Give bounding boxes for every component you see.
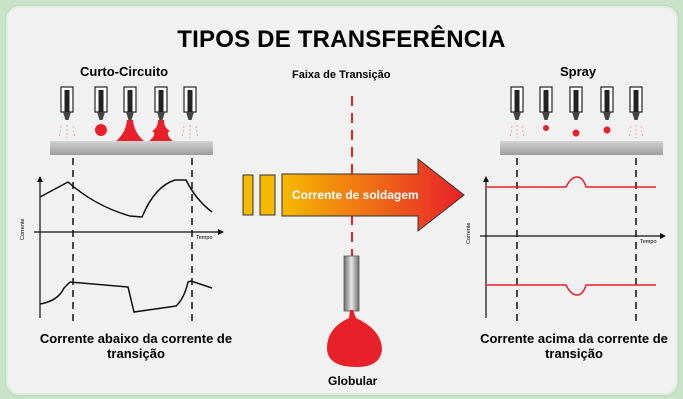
current-curve-top <box>39 179 213 218</box>
left-heading: Curto-Circuito <box>80 64 169 79</box>
globular-label: Globular <box>328 374 378 388</box>
center-section <box>242 96 465 367</box>
left-torches <box>50 86 213 155</box>
torch-icon <box>569 86 583 120</box>
torch-icon <box>629 86 643 120</box>
torch-icon <box>60 86 74 120</box>
current-curve-bottom <box>486 284 656 296</box>
current-curve-bottom <box>39 280 213 313</box>
right-torches <box>500 86 663 155</box>
torch-icon <box>183 86 197 120</box>
right-heading: Spray <box>560 64 597 79</box>
arrow-stripe <box>259 174 276 216</box>
arrow-stripe <box>242 174 254 216</box>
right-graph <box>480 158 666 322</box>
arrow-shape <box>281 157 465 233</box>
torch-icon <box>154 86 168 120</box>
left-caption: Corrente abaixo da corrente de transição <box>39 331 233 361</box>
center-heading: Faixa de Transição <box>292 69 391 81</box>
left-x-axis-label: Tempo <box>196 235 213 241</box>
right-caption: Corrente acima da corrente de transição <box>480 331 668 361</box>
page-title: TIPOS DE TRANSFERÊNCIA <box>177 26 506 53</box>
globular-torch-icon <box>327 255 382 367</box>
current-curve-top <box>486 176 656 188</box>
left-graph <box>34 158 224 322</box>
base-plate <box>50 141 213 155</box>
torch-icon <box>94 86 108 120</box>
right-x-axis-label: Tempo <box>640 239 657 245</box>
torch-icon <box>510 86 524 120</box>
torch-icon <box>539 86 553 120</box>
droplet-stage-icon <box>148 120 174 142</box>
arrow-label: Corrente de soldagem <box>292 188 419 202</box>
torch-icon <box>600 86 614 120</box>
left-y-axis-label: Corrente <box>20 218 26 240</box>
torch-icon <box>123 86 137 120</box>
droplet-stage-icon <box>115 120 145 142</box>
right-y-axis-label: Corrente <box>466 222 472 244</box>
base-plate <box>500 141 663 155</box>
